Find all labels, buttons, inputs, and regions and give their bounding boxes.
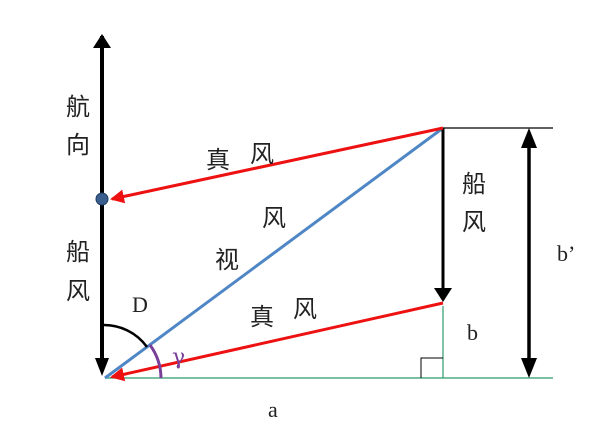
label-ship-wind-right-1: 船 — [462, 170, 486, 198]
intersection-dot — [95, 192, 109, 206]
label-angle-d: D — [132, 292, 148, 317]
label-heading-1: 航 — [66, 93, 90, 121]
label-side-b: b — [467, 320, 478, 345]
label-true-wind-top-2: 风 — [250, 140, 274, 168]
label-ship-wind-right-2: 风 — [462, 208, 486, 236]
b-prime-arrowhead-top — [521, 128, 537, 148]
label-true-wind-top-1: 真 — [206, 146, 230, 174]
ship-wind-left-arrowhead — [95, 358, 109, 376]
true-wind-bottom-arrow — [110, 301, 444, 382]
b-prime-arrowhead-bottom — [521, 358, 537, 378]
label-true-wind-bottom-1: 真 — [250, 303, 274, 331]
label-true-wind-bottom-2: 风 — [293, 295, 317, 323]
label-apparent-wind-1: 风 — [262, 204, 286, 232]
label-angle-gamma: γ — [172, 345, 185, 370]
angle-d-arc — [101, 323, 149, 348]
right-angle-mark — [420, 357, 443, 378]
label-side-b-prime: b’ — [557, 241, 575, 266]
label-apparent-wind-2: 视 — [215, 246, 239, 274]
label-heading-2: 向 — [66, 131, 90, 159]
label-ship-wind-left-1: 船 — [66, 238, 90, 266]
true-wind-top-arrow — [110, 126, 444, 204]
angle-gamma-arc — [148, 344, 163, 379]
label-ship-wind-left-2: 风 — [66, 277, 90, 305]
label-side-a: a — [268, 397, 278, 422]
apparent-wind-line — [104, 126, 444, 380]
